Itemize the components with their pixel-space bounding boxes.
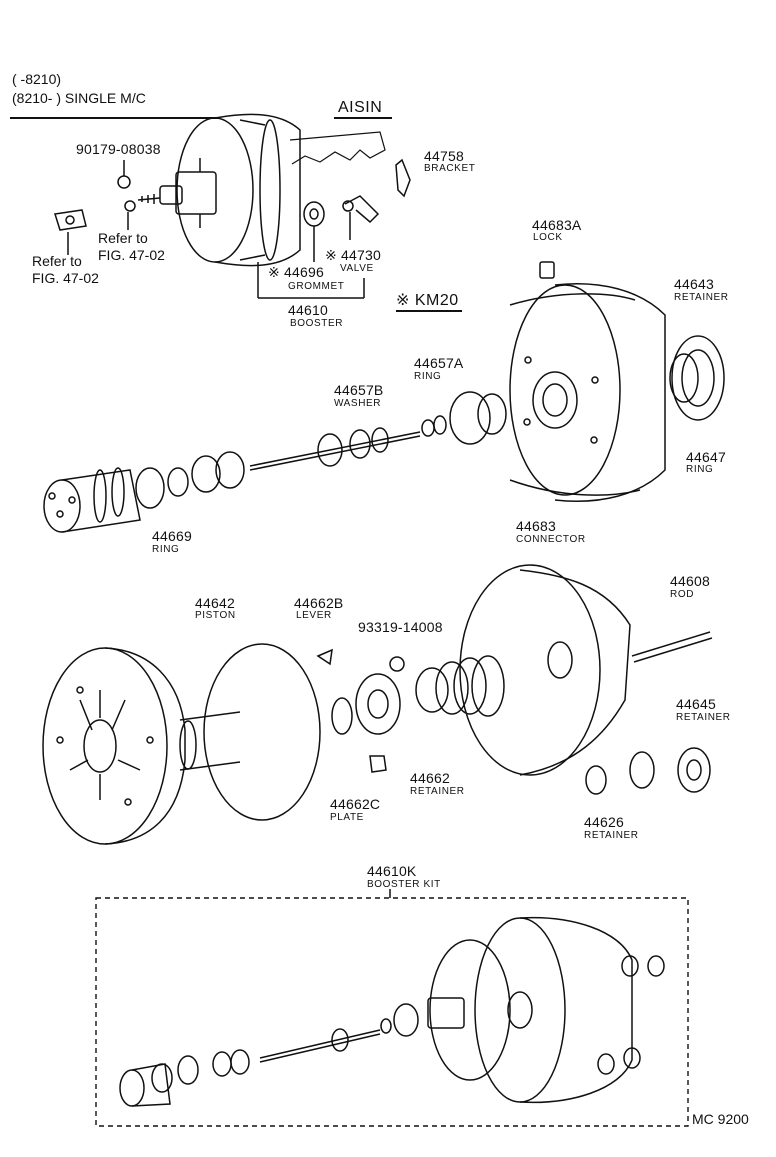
refer-link-2-line-1[interactable]: Refer to	[32, 253, 82, 269]
part-name-44642: PISTON	[195, 610, 236, 621]
part-number-44626[interactable]: 44626	[584, 814, 624, 830]
booster-kit-parts	[119, 916, 665, 1107]
refer-link-1-line-2[interactable]: FIG. 47-02	[98, 247, 165, 263]
piston-disc	[42, 643, 321, 845]
part-name-44645: RETAINER	[676, 712, 731, 723]
brand-label: AISIN	[338, 99, 383, 116]
part-number-44758[interactable]: 44758	[424, 148, 464, 164]
header-range-line-2: (8210- ) SINGLE M/C	[12, 90, 146, 106]
part-number-44643[interactable]: 44643	[674, 276, 714, 292]
part-name-44662C: PLATE	[330, 812, 364, 823]
part-number-44610K[interactable]: 44610K	[367, 863, 417, 879]
part-number-44657A[interactable]: 44657A	[414, 355, 464, 371]
part-name-44647: RING	[686, 464, 714, 475]
part-name-44730: VALVE	[340, 263, 374, 274]
rear-shell	[415, 564, 713, 795]
part-number-44608[interactable]: 44608	[670, 573, 710, 589]
part-name-44683: CONNECTOR	[516, 534, 586, 545]
part-number-90179[interactable]: 90179-08038	[76, 141, 161, 157]
part-number-44730[interactable]: ※ 44730	[325, 247, 381, 263]
part-name-44662B: LEVER	[296, 610, 332, 621]
part-number-44647[interactable]: 44647	[686, 449, 726, 465]
model-note-label: ※ KM20	[396, 292, 459, 309]
part-number-44696[interactable]: ※ 44696	[268, 264, 324, 280]
booster-kit-box	[95, 897, 689, 1127]
connector-shell	[509, 261, 666, 502]
part-name-44610K: BOOSTER KIT	[367, 879, 441, 890]
footer-code: MC 9200	[692, 1111, 749, 1127]
retainer-ring-right	[669, 335, 725, 421]
part-name-44662: RETAINER	[410, 786, 465, 797]
lever-plate-retainer	[316, 648, 405, 773]
refer-link-1-line-1[interactable]: Refer to	[98, 230, 148, 246]
part-number-44669[interactable]: 44669	[152, 528, 192, 544]
part-name-44643: RETAINER	[674, 292, 729, 303]
part-number-44662B[interactable]: 44662B	[294, 595, 344, 611]
part-number-44610[interactable]: 44610	[288, 302, 328, 318]
part-number-44683A[interactable]: 44683A	[532, 217, 582, 233]
part-number-44662[interactable]: 44662	[410, 770, 450, 786]
piston-rod-assembly	[43, 391, 507, 533]
part-name-44758: BRACKET	[424, 163, 476, 174]
part-number-44642[interactable]: 44642	[195, 595, 235, 611]
part-name-44610: BOOSTER	[290, 318, 344, 329]
part-name-44696: GROMMET	[288, 281, 345, 292]
part-number-44645[interactable]: 44645	[676, 696, 716, 712]
part-number-44683[interactable]: 44683	[516, 518, 556, 534]
part-name-44669: RING	[152, 544, 180, 555]
part-number-44657B[interactable]: 44657B	[334, 382, 384, 398]
part-number-93319[interactable]: 93319-14008	[358, 619, 443, 635]
refer-link-2-line-2[interactable]: FIG. 47-02	[32, 270, 99, 286]
part-name-44608: ROD	[670, 589, 695, 600]
part-number-44662C[interactable]: 44662C	[330, 796, 381, 812]
part-name-44626: RETAINER	[584, 830, 639, 841]
part-name-44657A: RING	[414, 371, 442, 382]
part-name-44657B: WASHER	[334, 398, 382, 409]
part-name-44683A: LOCK	[533, 232, 563, 243]
header-range-line-1: ( -8210)	[12, 71, 62, 87]
top-booster-assembly	[54, 113, 411, 299]
